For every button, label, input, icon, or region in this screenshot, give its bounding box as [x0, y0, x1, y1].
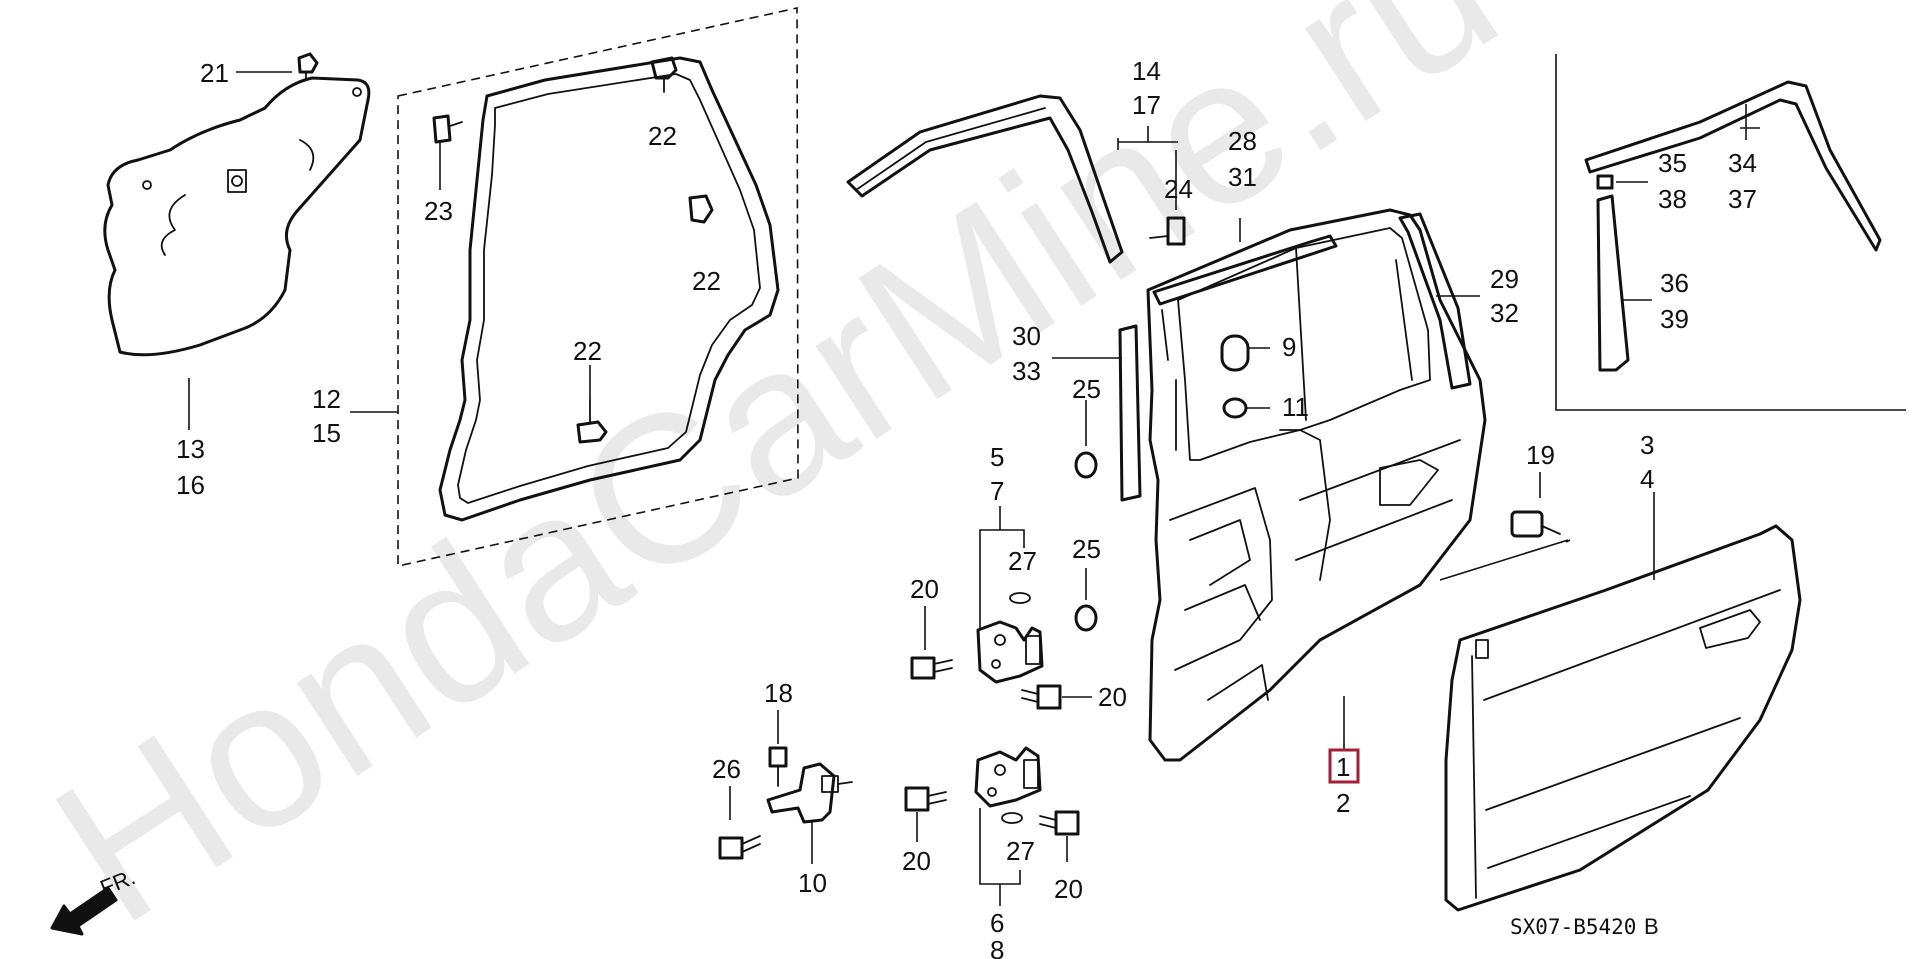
label-1[interactable]: 1: [1336, 752, 1350, 782]
door-checker[interactable]: [766, 762, 853, 824]
clip-22-mid[interactable]: [688, 194, 714, 224]
highlight-box: [1328, 748, 1360, 784]
plug-25-upper[interactable]: [1074, 451, 1098, 479]
label-19: 19: [1526, 440, 1555, 470]
label-22-top: 22: [648, 121, 677, 151]
bolt-26[interactable]: [718, 835, 761, 860]
clip-22-low[interactable]: [576, 399, 608, 444]
bolt-20-upper-right[interactable]: [1021, 684, 1062, 710]
clip-21[interactable]: [297, 52, 319, 81]
leader-5-bracket: [979, 506, 1025, 630]
label-35: 35: [1658, 148, 1687, 178]
clip-24[interactable]: [1149, 216, 1186, 246]
clip-35[interactable]: [1596, 174, 1614, 190]
leader-19-line: [1439, 539, 1571, 581]
bolt-20-lower-left[interactable]: [904, 786, 947, 812]
label-37: 37: [1728, 184, 1757, 214]
door-outer-skin[interactable]: [1444, 524, 1802, 912]
label-5: 5: [990, 442, 1004, 472]
label-12: 12: [312, 384, 341, 414]
label-29: 29: [1490, 264, 1519, 294]
label-2: 2: [1336, 788, 1350, 818]
label-16: 16: [176, 470, 205, 500]
label-10: 10: [798, 868, 827, 898]
weatherstrip-group-box: [397, 7, 799, 567]
watermark-text: HondaCarMine.ru: [17, 0, 1535, 959]
label-15: 15: [312, 418, 341, 448]
washer-27-upper[interactable]: [1009, 592, 1031, 604]
label-36: 36: [1660, 268, 1689, 298]
stopper-19[interactable]: [1510, 510, 1561, 538]
label-11: 11: [1282, 392, 1309, 422]
door-weatherstrip[interactable]: [438, 56, 780, 522]
label-14: 14: [1132, 56, 1161, 86]
label-38: 38: [1658, 184, 1687, 214]
washer-27-lower[interactable]: [1001, 812, 1023, 824]
plug-25-lower[interactable]: [1074, 604, 1098, 632]
label-20-upper-right: 20: [1098, 682, 1127, 712]
label-6: 6: [990, 908, 1004, 938]
label-17: 17: [1132, 90, 1161, 120]
label-7: 7: [990, 476, 1004, 506]
front-pillar-trim[interactable]: [1118, 324, 1142, 502]
diagram-code-suffix: B: [1644, 914, 1659, 939]
label-30: 30: [1012, 321, 1041, 351]
label-27-upper: 27: [1008, 546, 1037, 576]
window-run-channel[interactable]: [846, 94, 1124, 264]
door-cover-sheet[interactable]: [103, 76, 371, 357]
label-33: 33: [1012, 356, 1041, 386]
diagram-code: SX07-B5420: [1510, 915, 1636, 939]
label-18: 18: [764, 678, 793, 708]
label-32: 32: [1490, 298, 1519, 328]
clip-23[interactable]: [432, 114, 463, 144]
label-28: 28: [1228, 126, 1257, 156]
rear-pillar-trim[interactable]: [1398, 212, 1472, 390]
plug-11[interactable]: [1222, 397, 1248, 419]
label-25a: 25: [1072, 374, 1101, 404]
label-9: 9: [1282, 332, 1296, 362]
pillar-garnish-36[interactable]: [1596, 194, 1630, 372]
label-23: 23: [424, 196, 453, 226]
rear-door-inner-frame[interactable]: [1146, 208, 1487, 762]
label-24: 24: [1164, 174, 1193, 204]
label-25b: 25: [1072, 534, 1101, 564]
bolt-20-upper-left[interactable]: [910, 656, 953, 680]
front-direction-arrow: [50, 886, 118, 936]
label-8: 8: [990, 935, 1004, 959]
label-21: 21: [200, 58, 229, 88]
label-20-lower-left: 20: [902, 846, 931, 876]
label-39: 39: [1660, 304, 1689, 334]
inset-frame: [1555, 54, 1906, 411]
sash-molding-34[interactable]: [1584, 80, 1882, 252]
label-26: 26: [712, 754, 741, 784]
label-13: 13: [176, 434, 205, 464]
leader-6-bracket: [979, 808, 1021, 906]
clip-22-top[interactable]: [650, 56, 678, 93]
label-22-low: 22: [573, 336, 602, 366]
upper-sash-strip[interactable]: [1152, 234, 1338, 306]
label-20-upper-left: 20: [910, 574, 939, 604]
label-4: 4: [1640, 464, 1654, 494]
label-22-mid: 22: [692, 266, 721, 296]
label-3: 3: [1640, 430, 1654, 460]
label-34: 34: [1728, 148, 1757, 178]
bolt-20-lower-right[interactable]: [1039, 810, 1080, 836]
plug-9[interactable]: [1220, 334, 1250, 372]
upper-hinge[interactable]: [976, 620, 1044, 684]
label-27-lower: 27: [1006, 836, 1035, 866]
bolt-18[interactable]: [768, 746, 788, 787]
label-31: 31: [1228, 162, 1257, 192]
label-20-lower-right: 20: [1054, 874, 1083, 904]
lower-hinge[interactable]: [974, 746, 1042, 808]
